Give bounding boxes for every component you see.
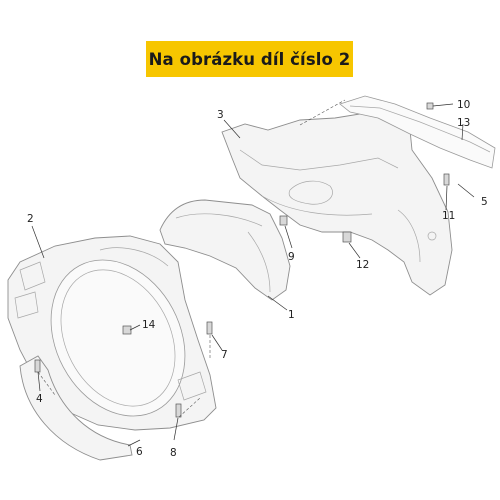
callout-5: 5 xyxy=(481,196,488,208)
callout-9: 9 xyxy=(288,251,295,263)
callout-1: 1 xyxy=(288,309,295,321)
clip-12 xyxy=(342,231,352,243)
callout-4: 4 xyxy=(36,393,43,405)
screw-4 xyxy=(34,359,41,373)
callout-13: 13 xyxy=(457,117,470,129)
callout-7: 7 xyxy=(221,349,228,361)
callout-10: 10 xyxy=(457,99,470,111)
clip-9 xyxy=(279,215,288,226)
screw-8 xyxy=(175,403,182,418)
callout-2: 2 xyxy=(27,213,34,225)
leader-lines xyxy=(31,103,475,447)
screw-7 xyxy=(206,321,213,335)
callout-labels: 1 2 3 4 5 6 7 8 9 10 11 12 13 14 xyxy=(27,99,488,459)
hardware xyxy=(34,102,450,418)
banner-text: Na obrázku díl číslo 2 xyxy=(148,49,351,69)
front-headlight-cover xyxy=(7,235,217,431)
callout-6: 6 xyxy=(136,446,143,458)
callout-12: 12 xyxy=(356,259,369,271)
clip-14 xyxy=(122,325,132,335)
screw-11 xyxy=(443,173,450,186)
callout-3: 3 xyxy=(217,109,224,121)
callout-8: 8 xyxy=(170,447,177,459)
trim-strip xyxy=(339,95,496,169)
callout-11: 11 xyxy=(442,210,455,222)
part-highlight-banner: Na obrázku díl číslo 2 xyxy=(146,41,353,77)
callout-14: 14 xyxy=(142,319,156,331)
assembly-lines xyxy=(37,99,346,418)
clip-10 xyxy=(426,102,434,110)
center-cover-panel xyxy=(159,199,291,301)
rear-handlebar-cover xyxy=(221,111,453,296)
